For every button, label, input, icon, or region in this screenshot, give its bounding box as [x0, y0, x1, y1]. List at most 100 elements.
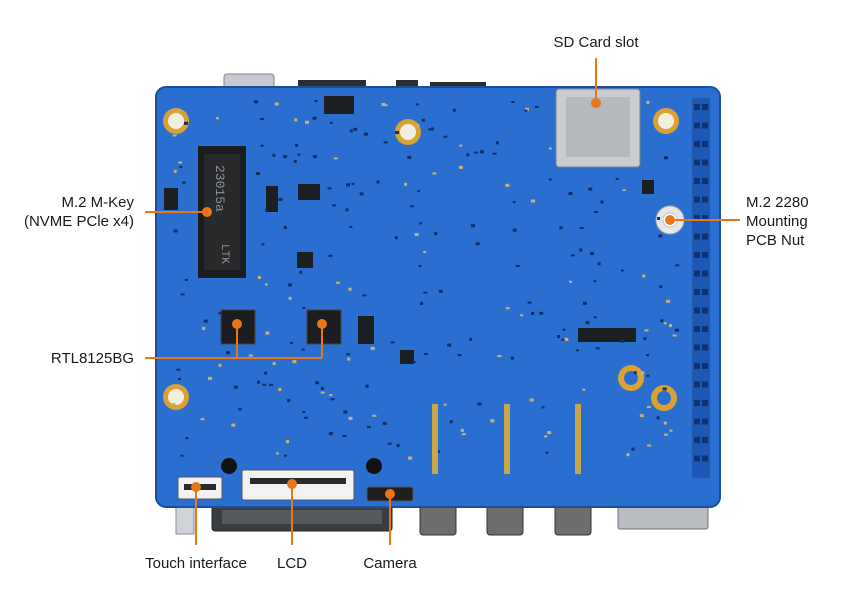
m2-nut-line1: M.2 2280: [746, 194, 809, 211]
bottom-ports: [175, 499, 709, 536]
smd-part: [202, 327, 206, 330]
smd-part: [434, 232, 438, 236]
smd-part: [320, 391, 325, 394]
gpio-pin: [702, 122, 708, 129]
smd-part: [663, 433, 668, 436]
smd-part: [620, 339, 625, 343]
smd-part: [283, 155, 288, 159]
smd-part: [390, 341, 395, 344]
smd-part: [412, 361, 416, 363]
gpio-pin: [702, 196, 708, 203]
smd-part: [447, 343, 452, 347]
smd-part: [642, 274, 646, 278]
smd-part: [569, 280, 572, 283]
mounting-holes: [163, 108, 679, 411]
smd-part: [260, 144, 264, 147]
smd-part: [657, 217, 661, 220]
smd-part: [646, 406, 651, 409]
rtl8125bg-label: RTL8125BG: [50, 350, 134, 367]
smd-part: [597, 262, 601, 266]
smd-part: [541, 406, 545, 409]
smd-part: [359, 192, 364, 196]
smd-part: [346, 183, 350, 187]
smd-part: [423, 251, 427, 253]
smd-part: [495, 141, 499, 145]
smd-part: [203, 319, 208, 323]
gpio-pin: [702, 141, 708, 147]
smd-part: [321, 329, 326, 332]
smd-part: [327, 187, 332, 190]
smd-part: [184, 278, 188, 281]
smd-part: [349, 129, 353, 133]
smd-part: [287, 283, 292, 287]
m2-nut-line2: Mounting: [746, 213, 808, 230]
smd-part: [396, 444, 400, 448]
smd-part: [417, 190, 421, 193]
smd-part: [353, 127, 358, 131]
smd-part: [646, 354, 649, 357]
smd-part: [477, 402, 482, 406]
smd-part: [531, 199, 535, 203]
m2-mkey-label: M.2 M-Key (NVME PCle x4): [0, 193, 134, 231]
gpio-pin: [694, 344, 700, 351]
smd-part: [372, 414, 377, 417]
gpio-pin: [702, 233, 708, 240]
smd-part: [257, 276, 261, 279]
smd-part: [510, 356, 514, 360]
smd-part: [664, 156, 668, 160]
smd-part: [404, 182, 408, 186]
smd-part: [348, 287, 352, 291]
m2-silk-text-2: LTK: [218, 244, 230, 264]
smd-part: [335, 281, 340, 284]
smd-part: [365, 385, 369, 388]
smd-part: [292, 360, 297, 364]
smd-part: [524, 109, 528, 112]
smd-part: [548, 178, 552, 181]
gpio-pin: [702, 418, 708, 425]
smd-part: [231, 423, 236, 427]
smd-part: [525, 107, 530, 111]
smd-part: [466, 153, 470, 157]
smd-part: [529, 398, 534, 402]
gpio-pin: [702, 215, 708, 221]
smd-part: [534, 105, 539, 108]
smd-part: [461, 433, 466, 436]
touch-interface-label: Touch interface: [145, 555, 247, 572]
smd-part: [512, 201, 516, 204]
smd-part: [562, 328, 566, 331]
smd-part: [383, 141, 388, 144]
smd-part: [419, 222, 423, 225]
smd-part: [570, 254, 575, 257]
smd-part: [585, 321, 590, 325]
smd-part: [286, 440, 289, 444]
smd-part: [458, 165, 463, 169]
smd-part: [376, 180, 380, 184]
smd-part: [269, 383, 273, 386]
smd-part: [176, 368, 181, 371]
smd-part: [460, 428, 464, 432]
smd-part: [173, 169, 177, 173]
smd-part: [382, 421, 387, 425]
smd-part: [475, 242, 480, 246]
smd-part: [492, 152, 497, 155]
smd-part: [395, 131, 399, 134]
smd-part: [497, 355, 502, 358]
smd-part: [345, 208, 349, 212]
smd-part: [539, 311, 544, 315]
smd-part: [520, 314, 524, 317]
smd-part: [579, 248, 583, 252]
gpio-pin: [694, 381, 700, 388]
smd-part: [631, 447, 635, 451]
gpio-pin: [702, 270, 708, 277]
smd-part: [265, 209, 268, 212]
smd-part: [438, 289, 443, 293]
smd-part: [180, 454, 184, 457]
smd-part: [303, 416, 308, 419]
smd-part: [370, 346, 375, 350]
smd-part: [289, 341, 293, 344]
smd-part: [663, 421, 667, 425]
smd-part: [512, 228, 517, 232]
smd-part: [662, 387, 667, 391]
smd-part: [185, 437, 189, 440]
smd-part: [312, 116, 317, 120]
